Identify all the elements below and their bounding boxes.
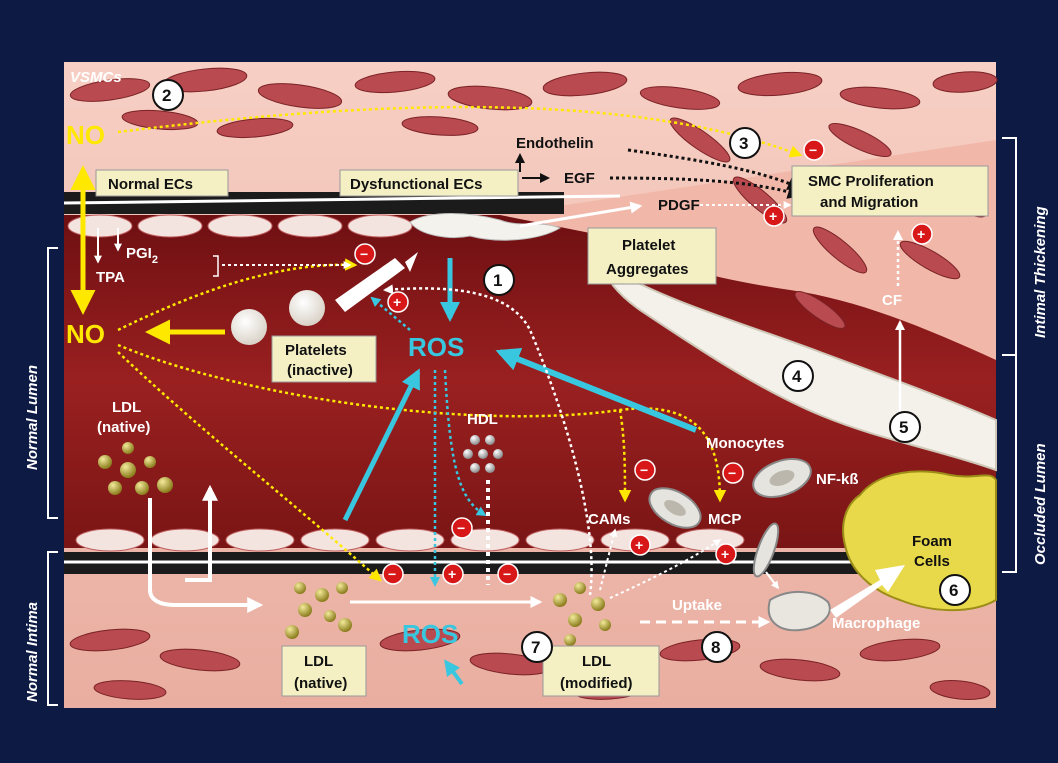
ldl-native-intima-label-1: LDL (304, 653, 333, 670)
pgi2-subscript: 2 (152, 254, 158, 266)
cf-label: CF (882, 292, 902, 309)
vsmcs-label: VSMCs (70, 69, 122, 86)
normal-lumen-bracket (48, 248, 58, 518)
endothelin-label: Endothelin (516, 135, 594, 152)
ros-main-label: ROS (408, 332, 464, 362)
plus-sign-ros-text: + (448, 566, 456, 582)
step-1-number: 1 (493, 271, 502, 290)
intimal-thickening-label: Intimal Thickening (1032, 206, 1049, 338)
step-6-number: 6 (949, 581, 958, 600)
minus-sign-hdl-text: − (457, 520, 465, 536)
egf-label: EGF (564, 170, 595, 187)
occluded-lumen-label: Occluded Lumen (1032, 443, 1049, 565)
foam-cells-label-1: Foam (912, 533, 952, 550)
normal-ecs-label: Normal ECs (108, 176, 193, 193)
minus-sign-ldl-text: − (388, 566, 396, 582)
monocytes-label: Monocytes (706, 435, 784, 452)
step-2-number: 2 (162, 86, 171, 105)
platelet-inactive-2 (289, 290, 325, 326)
hdl-label: HDL (467, 411, 498, 428)
minus-sign-platelet-text: − (360, 246, 368, 262)
no-top-label: NO (66, 120, 105, 150)
tpa-label: TPA (96, 269, 125, 286)
platelets-inactive-label-2: (inactive) (287, 362, 353, 379)
minus-sign-smc-text: − (809, 142, 817, 158)
minus-sign-hdl-intima-text: − (503, 566, 511, 582)
nfkb-label: NF-kß (816, 471, 859, 488)
platelets-inactive-label-1: Platelets (285, 342, 347, 359)
ldl-native-lumen-label-2: (native) (97, 419, 150, 436)
ldl-native-lumen-label-1: LDL (112, 399, 141, 416)
step-5-number: 5 (899, 418, 908, 437)
normal-lumen-label: Normal Lumen (24, 365, 41, 470)
no-mid-label: NO (66, 319, 105, 349)
plus-sign-platelet-text: + (393, 294, 401, 310)
cams-label: CAMs (588, 511, 631, 528)
pdgf-label: PDGF (658, 197, 700, 214)
ldl-native-intima-label-2: (native) (294, 675, 347, 692)
minus-sign-cams-text: − (640, 462, 648, 478)
normal-intima-bracket (48, 552, 58, 705)
plus-sign-mcp-text: + (721, 546, 729, 562)
ldl-modified-label-1: LDL (582, 653, 611, 670)
ros-intima-label: ROS (402, 619, 458, 649)
plus-sign-pdgf-text: + (769, 208, 777, 224)
uptake-label: Uptake (672, 597, 722, 614)
occluded-lumen-bracket (1002, 355, 1016, 572)
platelet-inactive-1 (231, 309, 267, 345)
dysfunctional-ecs-label: Dysfunctional ECs (350, 176, 483, 193)
ldl-modified-label-2: (modified) (560, 675, 633, 692)
plus-sign-cams-text: + (635, 537, 643, 553)
intimal-thickening-bracket (1002, 138, 1016, 355)
smc-proliferation-label-1: SMC Proliferation (808, 173, 934, 190)
plus-sign-cf-text: + (917, 226, 925, 242)
normal-intima-label: Normal Intima (24, 602, 41, 702)
step-7-number: 7 (531, 638, 540, 657)
smc-proliferation-label-2: and Migration (820, 194, 918, 211)
step-8-number: 8 (711, 638, 720, 657)
platelet-aggregates-label-1: Platelet (622, 237, 675, 254)
step-4-number: 4 (792, 367, 802, 386)
mcp-label: MCP (708, 511, 741, 528)
platelet-aggregates-label-2: Aggregates (606, 261, 689, 278)
minus-sign-mcp-text: − (728, 465, 736, 481)
step-3-number: 3 (739, 134, 748, 153)
macrophage-label: Macrophage (832, 615, 920, 632)
pgi2-text: PGI (126, 245, 152, 262)
foam-cells-label-2: Cells (914, 553, 950, 570)
